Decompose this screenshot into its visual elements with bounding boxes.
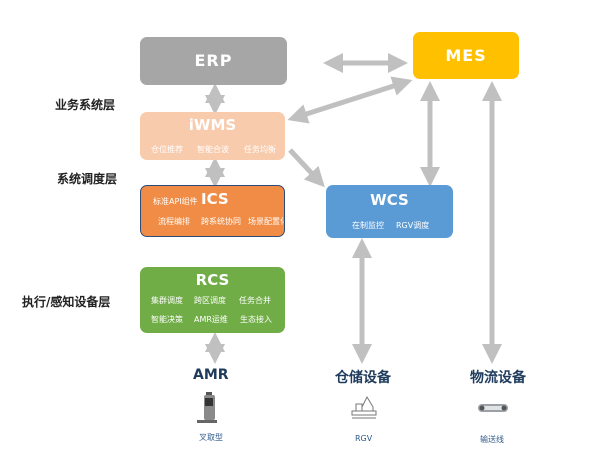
wcs-item: 在制监控 (352, 221, 384, 230)
arrow-iwms-mes (287, 76, 413, 124)
rgv-icon (351, 395, 377, 419)
rcs-item: 集群调度 (151, 296, 183, 305)
rcs-item: 跨区调度 (194, 296, 226, 305)
forklift-amr-icon (197, 392, 217, 423)
erp-logo: ERP (194, 51, 233, 70)
mes-logo: MES (445, 46, 487, 65)
rcs-title: RCS (195, 271, 230, 289)
device-caption: 输送线 (480, 435, 504, 444)
device-caption: RGV (355, 434, 373, 443)
erp-box: ERP (140, 37, 287, 85)
iwms-item: 任务均衡 (244, 145, 276, 154)
layer-scheduling: 系统调度层 (57, 172, 118, 186)
rcs-item: 生态接入 (240, 315, 272, 324)
ics-title: ICS (201, 190, 229, 208)
layer-business: 业务系统层 (55, 98, 116, 112)
rcs-item: 智能决策 (151, 315, 183, 324)
wcs-title: WCS (370, 191, 409, 209)
rcs-box: RCS 集群调度 跨区调度 任务合并 智能决策 AMR运维 生态接入 (140, 267, 285, 333)
wcs-item: RGV调度 (396, 221, 430, 230)
ics-item: 跨系统协同 (201, 217, 241, 226)
iwms-item: 智能合波 (197, 145, 229, 154)
device-caption: 叉取型 (199, 433, 223, 442)
rcs-item: 任务合并 (239, 296, 271, 305)
conveyor-icon (478, 404, 508, 412)
ics-item: 场景配置化 (248, 217, 285, 226)
ics-tag: 标准API组件 (153, 197, 198, 206)
mes-box: MES (413, 32, 519, 79)
wcs-box: WCS 在制监控 RGV调度 (326, 185, 453, 238)
layer-execution: 执行/感知设备层 (22, 295, 111, 309)
device-title-logistics: 物流设备 (470, 370, 526, 386)
rcs-item: AMR运维 (194, 315, 228, 324)
ics-item: 流程编排 (158, 217, 190, 226)
device-title-amr: AMR (193, 367, 229, 383)
ics-box: 标准API组件 ICS 流程编排 跨系统协同 场景配置化 (140, 185, 285, 237)
device-title-storage: 仓储设备 (335, 370, 391, 386)
iwms-title: iWMS (188, 116, 237, 134)
iwms-item: 仓位推荐 (151, 145, 183, 154)
iwms-box: iWMS 仓位推荐 智能合波 任务均衡 (140, 112, 285, 160)
arrow-iwms-wcs (288, 148, 325, 188)
